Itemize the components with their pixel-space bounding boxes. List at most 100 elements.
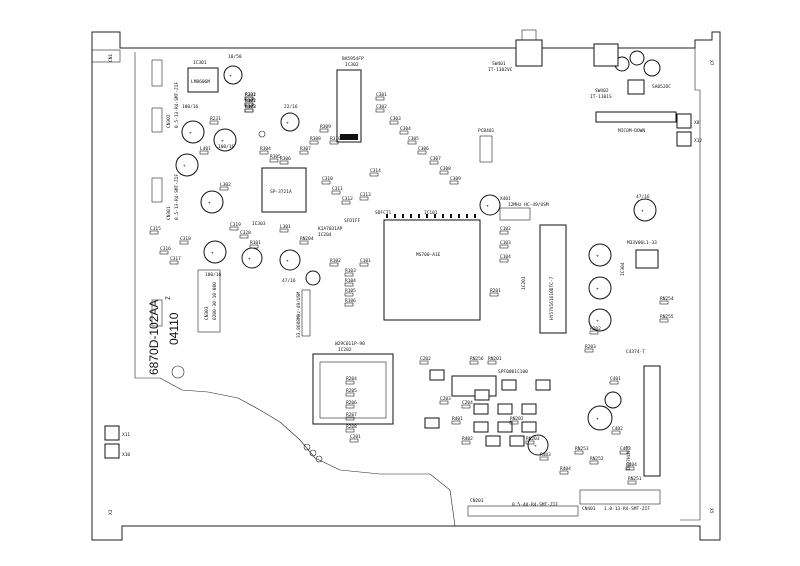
svg-text:IC304: IC304 [620,262,626,276]
connector-cn303: CN303 0200-30-10-000 [197,269,221,333]
svg-text:X8: X8 [694,120,700,126]
passive-footprint [584,348,594,353]
connector-x7: X7 [708,60,714,66]
passive-label: RN203 [526,436,540,442]
svg-text:IC202: IC202 [338,347,352,353]
passive-footprint [244,102,254,107]
test-pad-x12: X12 [676,131,702,147]
svg-text:MS700-A1E: MS700-A1E [416,252,441,258]
passive-footprint [239,234,249,239]
passive-label: C309 [450,176,461,182]
passive-label: R303 [245,104,256,110]
connector-x5: X5 [708,508,714,514]
svg-text:+: + [596,254,599,259]
passive-label: C103 [500,240,511,246]
svg-text:SW401: SW401 [492,61,506,67]
passive-label: RN256 [470,356,484,362]
capacitor-c410 [629,50,645,66]
passive-label: C313 [360,192,371,198]
svg-text:BA5954FP: BA5954FP [342,56,364,62]
passive-label: C318 [180,236,191,242]
svg-text:LM8606M: LM8606M [191,79,210,85]
passive-footprint [244,108,254,113]
passive-label: R306 [280,156,291,162]
svg-text:0200-30-10-000: 0200-30-10-000 [212,282,218,320]
test-pad-x8: X8 [676,113,700,129]
passive-footprint [611,430,621,435]
passive-label: R232 [245,92,256,98]
svg-text:+: + [221,139,224,144]
passive-footprint [259,150,269,155]
passive-label: R307 [300,146,311,152]
passive-footprint [341,200,351,205]
part-number-block: 6870D-102AA 04110 Z [147,296,185,379]
svg-text:CN201: CN201 [470,498,484,504]
passive-label: C303 [390,116,401,122]
test-pad-x10: X10 [104,443,130,459]
connector-x3: X3 [108,509,114,515]
passive-footprint [489,292,499,297]
passive-label: RN202 [510,416,524,422]
svg-text:HY57V161610DTC-7: HY57V161610DTC-7 [549,276,555,320]
svg-text:IT-1102VC: IT-1102VC [488,67,513,73]
svg-text:CN301: CN301 [166,206,172,220]
passive-label: R106 [345,298,356,304]
svg-text:MICOM-DOWN: MICOM-DOWN [618,128,645,134]
passive-footprint [329,262,339,267]
passive-label: R205 [346,388,357,394]
passive-footprint [525,440,535,445]
passive-footprint [439,400,449,405]
svg-text:X10: X10 [122,452,130,458]
passive-label: L301 [280,224,291,230]
svg-text:C4374-T: C4374-T [626,349,645,355]
left-edge-pads [151,59,163,327]
passive-label: C311 [332,186,343,192]
capacitor-c302: + 100/16 [181,104,205,144]
passive-footprint [331,190,341,195]
capacitor-c355: + 22/16 [280,104,300,132]
passive-label: RN254 [660,296,674,302]
passive-footprint [279,228,289,233]
ic202-flash: W29C011P-90 IC202 [312,341,394,425]
passive-footprint [244,96,254,101]
passive-footprint [209,120,219,125]
passive-footprint [159,250,169,255]
passive-label: L401 [200,146,211,152]
svg-text:CN302: CN302 [166,114,172,128]
connector-cn401: CN401 1.0-13-R4-SMT-ZIF [579,489,661,512]
svg-text:CN1: CN1 [108,54,114,62]
svg-text:33.8688MHz-49/USM: 33.8688MHz-49/USM [296,292,302,338]
passive-footprint [299,150,309,155]
passive-label: C306 [418,146,429,152]
mounting-holes [258,130,323,463]
passive-label: C305 [408,136,419,142]
switch-sw402: SW402 IT-1101S [590,43,619,100]
svg-text:100/16: 100/16 [205,272,222,278]
passive-label: C301 [376,92,387,98]
passive-label: C315 [150,226,161,232]
test-pad-x11: X11 [104,425,130,441]
svg-text:IC201: IC201 [521,276,527,290]
passive-footprint [344,302,354,307]
capacitor-cn1: + [527,434,549,456]
capacitor-c303: + 100/16 [203,240,227,278]
svg-text:SDFCT1: SDFCT1 [375,210,392,216]
passive-footprint [299,240,309,245]
passive-footprint [345,416,355,421]
svg-text:IC302: IC302 [345,62,359,68]
passive-label: C403 [620,446,631,452]
passive-label: C204 [462,400,473,406]
capacitor-c380: + [588,308,612,332]
q401-transistor: SA052DC [627,79,671,95]
svg-text:W29C011P-90: W29C011P-90 [335,341,365,347]
svg-text:+: + [596,287,599,292]
connector-cn301: CN301 0.5-13-R4-SMT-ZIF [166,174,180,220]
passive-label: C203 [440,396,451,402]
resistor-network-block [424,369,551,447]
passive-footprint [499,258,509,263]
svg-text:+: + [641,209,644,214]
passive-label: C307 [430,156,441,162]
svg-text:X5: X5 [708,508,714,514]
svg-text:+: + [286,259,289,264]
passive-footprint [487,360,497,365]
